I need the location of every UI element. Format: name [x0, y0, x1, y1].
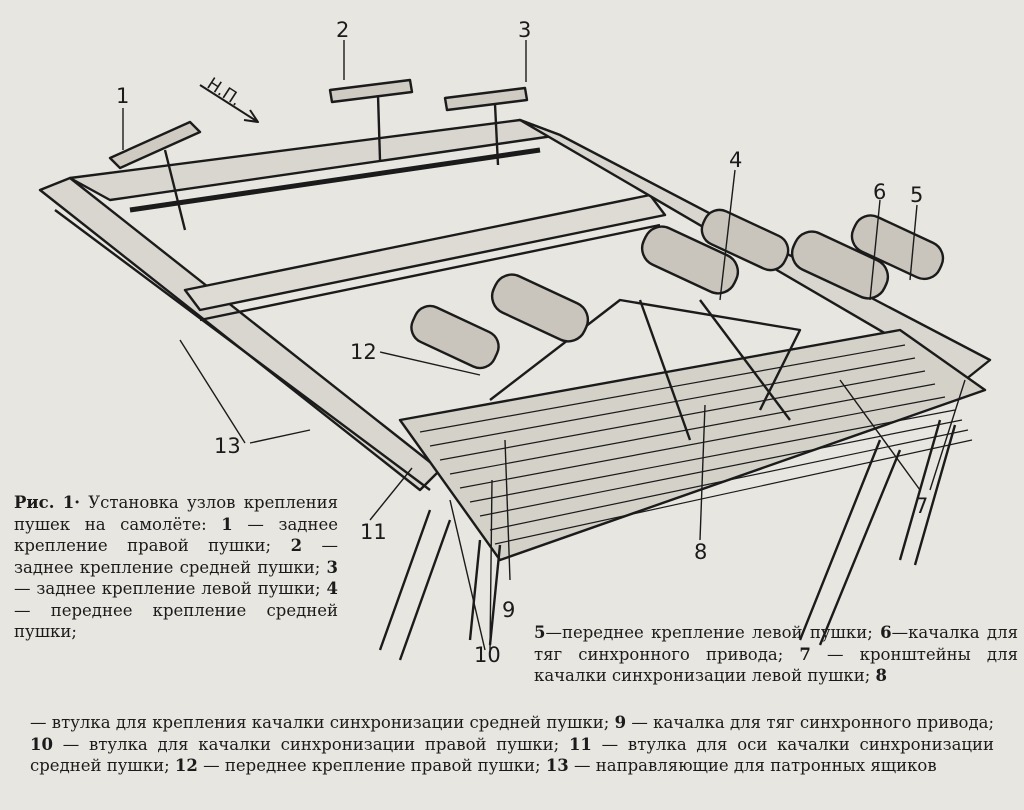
legend-text-4: — переднее крепление средней пушки; — [14, 600, 338, 642]
callout-1: 1 — [116, 84, 130, 108]
legend-num-10: 10 — [30, 734, 53, 754]
right-leg — [798, 439, 902, 646]
legend-num-4: 4 — [326, 579, 339, 598]
callout-9: 9 — [502, 598, 516, 622]
legend-num-12: 12 — [174, 756, 198, 775]
legend-num-5: 5 — [534, 623, 546, 642]
callout-6: 6 — [873, 180, 887, 204]
caption-left-column: Рис. 1· Установка узлов крепления пушек … — [14, 492, 338, 643]
front-mount-cylinders — [410, 208, 945, 370]
legend-text-6: —качалка для тяг синхронного привода; — [534, 623, 1018, 664]
callout-10: 10 — [474, 643, 501, 667]
legend-text-2: — заднее крепление средней пушки; — [14, 536, 339, 577]
legend-text-9: — качалка для тяг синхронного привода; — [631, 713, 995, 732]
legend-num-3: 3 — [326, 557, 338, 577]
rear-mount-2 — [328, 78, 414, 161]
callout-5: 5 — [910, 183, 924, 207]
legend-num-9: 9 — [614, 713, 627, 732]
rear-mount-1 — [108, 120, 202, 231]
callout-7: 7 — [915, 494, 929, 518]
middle-cross-bar — [183, 193, 667, 312]
legend-text-3: — заднее крепление левой пушки; — [14, 579, 321, 598]
callout-2: 2 — [336, 18, 350, 42]
legend-num-1: 1 — [221, 514, 233, 534]
legend-text-1: — заднее крепление правой пушки; — [14, 514, 338, 556]
callout-3: 3 — [518, 18, 532, 42]
figure-label: Рис. — [14, 493, 55, 512]
legend-text-13: — направляющие для патронных ящиков — [574, 756, 937, 775]
legend-num-7: 7 — [799, 644, 811, 664]
callout-11: 11 — [360, 520, 387, 544]
legend-text-5: —переднее крепление левой пушки; — [545, 623, 873, 642]
figure-number: 1· — [62, 493, 80, 512]
front-left-leg — [378, 509, 452, 661]
legend-num-8: 8 — [875, 666, 888, 685]
legend-text-7: — кронштейны для качалки синхронизации л… — [534, 644, 1018, 686]
caption-bottom-block: — втулка для крепления качалки синхрониз… — [30, 712, 994, 777]
legend-text-10: — втулка для качалки синхронизации право… — [62, 734, 560, 754]
caption-right-column: 5—переднее крепление левой пушки; 6—кача… — [534, 622, 1018, 687]
callout-8: 8 — [694, 540, 708, 564]
callout-12: 12 — [350, 340, 377, 364]
leader-lines — [122, 40, 966, 651]
callout-13: 13 — [214, 434, 241, 458]
legend-num-6: 6 — [880, 623, 892, 642]
front-mid-leg — [468, 539, 502, 646]
legend-num-11: 11 — [568, 734, 592, 754]
legend-num-2: 2 — [290, 536, 303, 555]
legend-text-11: — втулка для оси качалки синхронизации с… — [30, 734, 995, 776]
np-direction-arrow — [199, 84, 259, 123]
callout-4: 4 — [729, 148, 743, 172]
legend-text-8: — втулка для крепления качалки синхрониз… — [30, 713, 610, 732]
frame-structure — [38, 40, 992, 661]
legend-text-12: — переднее крепление правой пушки; — [203, 756, 541, 775]
legend-num-13: 13 — [545, 756, 569, 775]
figure-title: Установка узлов крепления пушек на самол… — [14, 493, 338, 534]
rear-synchro-rod — [129, 147, 541, 213]
